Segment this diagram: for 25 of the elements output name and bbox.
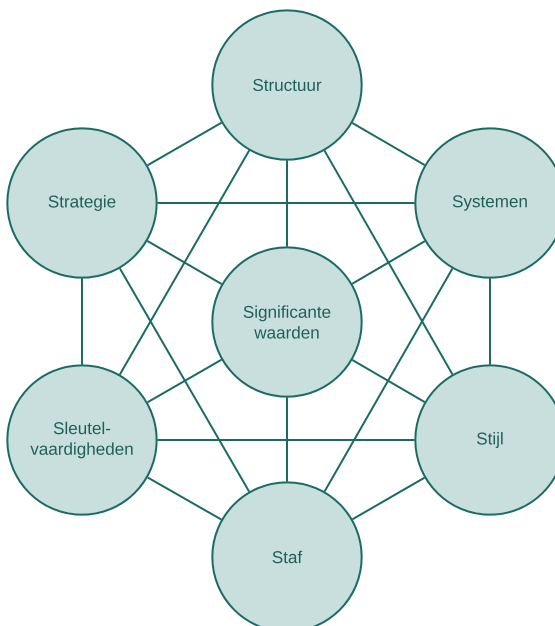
- connector-line: [352, 122, 426, 166]
- circle-node: Sleutel-vaardigheden: [6, 364, 158, 516]
- connector-line: [286, 398, 288, 482]
- connector-line: [147, 122, 222, 166]
- connector-line: [147, 476, 222, 520]
- circle-node: Staf: [211, 481, 363, 626]
- connector-line: [158, 202, 414, 204]
- connector-line: [352, 476, 425, 520]
- connector-line: [118, 150, 250, 375]
- connector-line: [352, 240, 426, 285]
- connector-line: [352, 359, 426, 403]
- circle-node: Stijl: [414, 364, 555, 516]
- connector-line: [489, 278, 491, 364]
- connector-line: [158, 439, 414, 441]
- connector-line: [324, 150, 454, 375]
- connector-line: [147, 358, 222, 404]
- connector-line: [324, 268, 454, 492]
- connector-line: [286, 160, 288, 246]
- circle-node: Structuur: [211, 9, 363, 161]
- connector-line: [146, 240, 222, 285]
- circle-node: Systemen: [414, 127, 555, 279]
- connector-line: [81, 278, 83, 364]
- connector-line: [119, 268, 250, 492]
- circle-node: Strategie: [6, 127, 158, 279]
- circle-node: Significante waarden: [211, 246, 363, 398]
